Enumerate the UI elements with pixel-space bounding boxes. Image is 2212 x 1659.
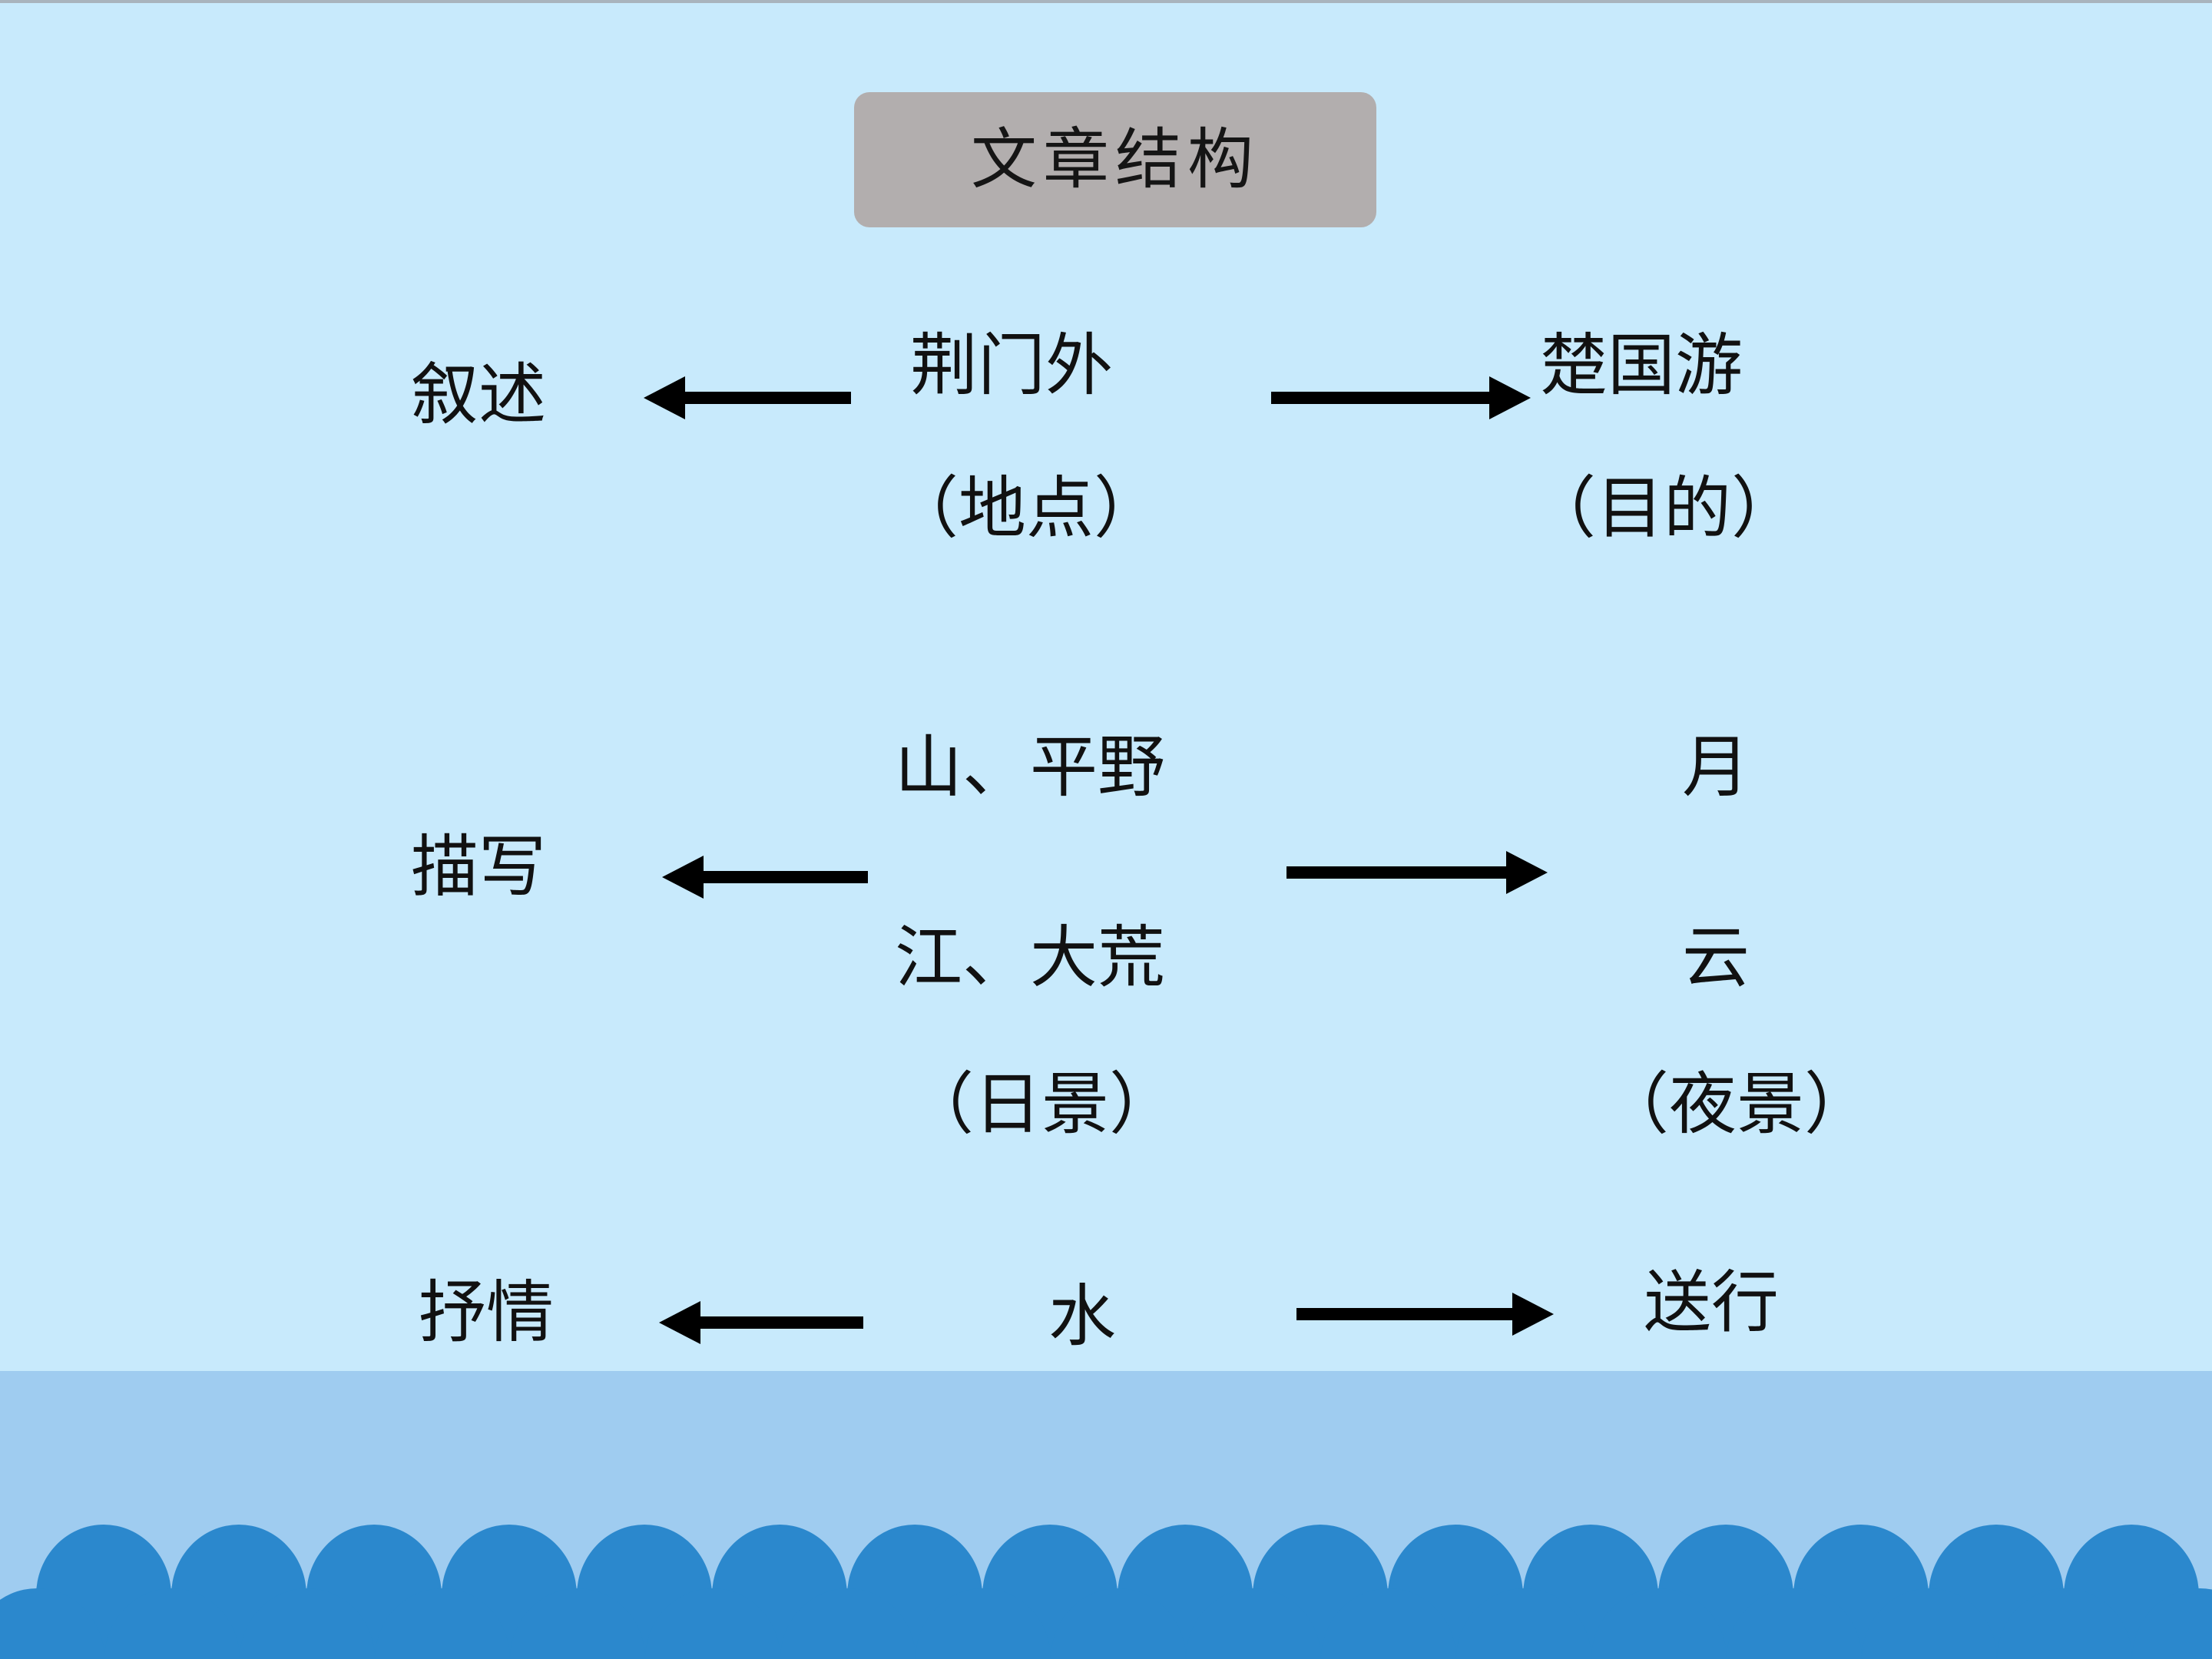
- narration-label: 叙述: [411, 355, 547, 434]
- right-arrow-icon: [1296, 1293, 1554, 1336]
- location-note: （地点）: [891, 469, 1162, 548]
- farewell-label: 送行: [1644, 1263, 1780, 1342]
- lyric-label: 抒情: [419, 1273, 555, 1352]
- left-arrow-icon: [662, 856, 868, 899]
- day-scene-top: 山、平野: [895, 727, 1166, 806]
- day-scene-note: （日景）: [906, 1065, 1177, 1144]
- purpose-note: （目的）: [1528, 469, 1800, 548]
- night-scene-top: 月: [1682, 727, 1750, 806]
- right-arrow-icon: [1286, 851, 1548, 894]
- top-border: [0, 0, 2212, 3]
- left-arrow-icon: [644, 376, 851, 419]
- page-title: 文章结构: [971, 121, 1260, 198]
- night-scene-note: （夜景）: [1601, 1065, 1873, 1144]
- purpose-name: 楚国游: [1540, 326, 1743, 405]
- title-box: 文章结构: [854, 92, 1376, 227]
- left-arrow-icon: [659, 1301, 863, 1344]
- night-scene-middle: 云: [1682, 918, 1750, 997]
- day-scene-middle: 江、大荒: [895, 918, 1166, 997]
- water-label: 水: [1048, 1277, 1117, 1356]
- wave-pattern: [0, 1525, 2212, 1659]
- right-arrow-icon: [1271, 376, 1531, 419]
- location-name: 荆门外: [910, 326, 1114, 405]
- description-label: 描写: [411, 827, 547, 906]
